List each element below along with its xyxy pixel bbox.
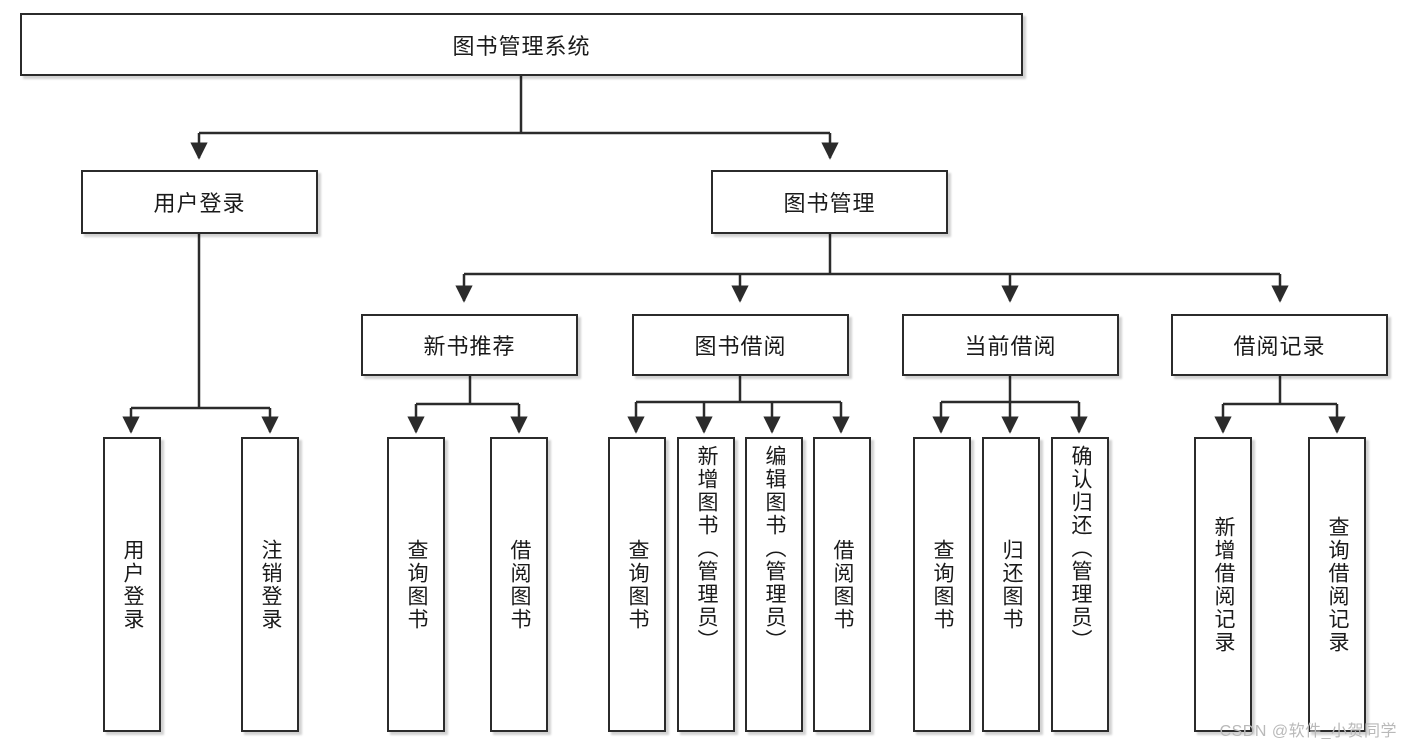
node-label: 用户登录 [153, 191, 246, 216]
node-label: 查询图书 [626, 538, 650, 631]
node-label: 图书管理系统 [452, 33, 591, 59]
leaf-add-borrow-record[interactable]: 新增借阅记录 [1194, 437, 1252, 732]
node-label: 查询借阅记录 [1326, 515, 1350, 654]
node-borrow-record[interactable]: 借阅记录 [1171, 314, 1388, 376]
node-label: 新书推荐 [423, 334, 516, 359]
leaf-edit-book-admin[interactable]: 编辑图书（管理员） [745, 437, 803, 732]
leaf-query-book-borrow[interactable]: 查询图书 [608, 437, 666, 732]
node-label: 当前借阅 [964, 334, 1057, 359]
leaf-confirm-return-admin[interactable]: 确认归还（管理员） [1051, 437, 1109, 732]
node-current-borrow[interactable]: 当前借阅 [902, 314, 1119, 376]
node-label: 借阅图书 [831, 538, 855, 631]
leaf-query-borrow-record[interactable]: 查询借阅记录 [1308, 437, 1366, 732]
leaf-query-book-recommend[interactable]: 查询图书 [387, 437, 445, 732]
node-label: 确认归还（管理员） [1069, 445, 1093, 652]
node-book-management[interactable]: 图书管理 [711, 170, 948, 234]
csdn-watermark: CSDN @软件_小贺同学 [1219, 723, 1397, 740]
leaf-query-book-current[interactable]: 查询图书 [913, 437, 971, 732]
node-label: 注销登录 [259, 538, 283, 631]
node-label: 借阅图书 [508, 538, 532, 631]
node-label: 图书借阅 [694, 334, 787, 359]
node-label: 借阅记录 [1233, 334, 1326, 359]
node-new-book-recommend[interactable]: 新书推荐 [361, 314, 578, 376]
leaf-logout[interactable]: 注销登录 [241, 437, 299, 732]
node-label: 图书管理 [783, 191, 876, 216]
leaf-add-book-admin[interactable]: 新增图书（管理员） [677, 437, 735, 732]
leaf-borrow-book[interactable]: 借阅图书 [813, 437, 871, 732]
node-label: 用户登录 [121, 538, 145, 631]
leaf-return-book[interactable]: 归还图书 [982, 437, 1040, 732]
node-user-login[interactable]: 用户登录 [81, 170, 318, 234]
node-book-borrow[interactable]: 图书借阅 [632, 314, 849, 376]
node-label: 归还图书 [1000, 538, 1024, 631]
node-label: 新增图书（管理员） [695, 445, 719, 652]
node-label: 查询图书 [931, 538, 955, 631]
node-label: 新增借阅记录 [1212, 515, 1236, 654]
node-root-system[interactable]: 图书管理系统 [20, 13, 1023, 76]
node-label: 查询图书 [405, 538, 429, 631]
leaf-user-login[interactable]: 用户登录 [103, 437, 161, 732]
leaf-borrow-book-recommend[interactable]: 借阅图书 [490, 437, 548, 732]
node-label: 编辑图书（管理员） [763, 445, 787, 652]
